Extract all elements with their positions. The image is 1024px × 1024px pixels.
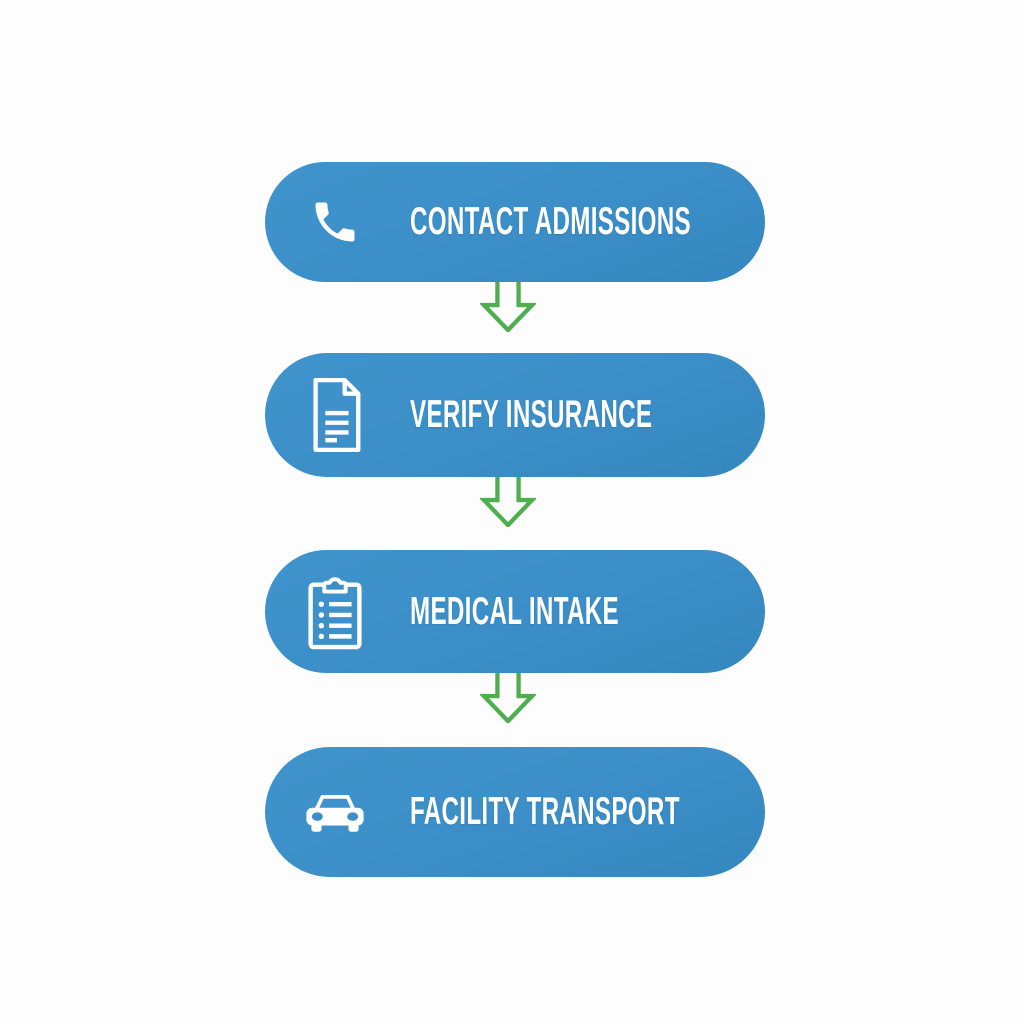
car-icon [303, 747, 367, 877]
step-label: FACILITY TRANSPORT [410, 790, 680, 833]
phone-icon [303, 162, 367, 282]
step-label: CONTACT ADMISSIONS [410, 200, 691, 243]
down-arrow-icon [480, 673, 536, 723]
down-arrow-icon [480, 282, 536, 332]
clipboard-icon [303, 550, 367, 673]
document-icon [303, 353, 367, 477]
down-arrow-icon [480, 477, 536, 527]
step-label: MEDICAL INTAKE [410, 589, 619, 633]
step-contact-admissions: CONTACT ADMISSIONS [265, 162, 765, 282]
step-verify-insurance: VERIFY INSURANCE [265, 353, 765, 477]
step-medical-intake: MEDICAL INTAKE [265, 550, 765, 673]
step-label: VERIFY INSURANCE [410, 393, 653, 436]
step-facility-transport: FACILITY TRANSPORT [265, 747, 765, 877]
